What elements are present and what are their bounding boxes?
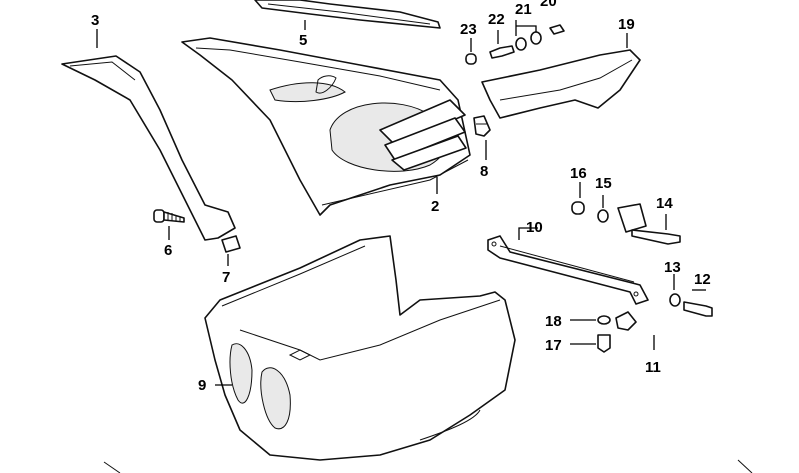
- callout-13: 13: [664, 259, 681, 276]
- part-hardware-right: [571, 201, 681, 245]
- part-bushing-16: [571, 201, 585, 215]
- callout-12: 12: [694, 271, 711, 288]
- callout-16: 16: [570, 165, 587, 182]
- part-bolt-14: [631, 229, 681, 245]
- part-hardware-bottom: [597, 315, 611, 353]
- ground-line-right: [737, 459, 753, 473]
- callout-21: 21: [515, 1, 532, 18]
- part-stud-22: [489, 45, 515, 59]
- callout-11: 11: [645, 359, 661, 376]
- callout-labels: 3 5 2 6 7 8 9 10 11 12 13 14 15 16 17 18…: [91, 0, 711, 394]
- part-bolt-17: [597, 334, 611, 353]
- part-mount-plate: [617, 203, 647, 233]
- part-bolt-12: [683, 301, 713, 317]
- callout-6: 6: [164, 242, 172, 259]
- callout-22: 22: [488, 11, 505, 28]
- part-trim-strip: [254, 0, 441, 29]
- part-washer-21a: [515, 37, 527, 51]
- callout-7: 7: [222, 269, 230, 286]
- part-washer-15: [597, 209, 609, 223]
- part-screw-6: [153, 209, 185, 223]
- part-bumper-lower: [204, 235, 516, 461]
- callout-3: 3: [91, 12, 99, 29]
- callout-23: 23: [460, 21, 477, 38]
- callout-2: 2: [431, 198, 439, 215]
- callout-18: 18: [545, 313, 562, 330]
- part-hardware-lower: [615, 293, 713, 331]
- part-fastener-group: [465, 24, 565, 65]
- callout-9: 9: [198, 377, 206, 394]
- callout-14: 14: [656, 195, 673, 212]
- part-washer-13: [669, 293, 681, 307]
- callout-8: 8: [480, 163, 488, 180]
- part-side-panel: [181, 37, 471, 216]
- callout-17: 17: [545, 337, 562, 354]
- part-washer-21b: [530, 31, 542, 45]
- callout-15: 15: [595, 175, 612, 192]
- part-clip-7: [221, 235, 241, 253]
- callout-10: 10: [526, 219, 543, 236]
- callout-20: 20: [540, 0, 557, 10]
- ground-line-left: [103, 461, 121, 473]
- part-screw-11: [615, 311, 637, 331]
- part-washer-18: [597, 315, 611, 325]
- callout-5: 5: [299, 32, 307, 49]
- part-bracket: [487, 235, 649, 305]
- part-pillar-panel: [61, 55, 236, 241]
- callout-19: 19: [618, 16, 635, 33]
- leader-lines: [96, 20, 706, 386]
- part-nut-23: [465, 53, 477, 65]
- part-clip: [473, 115, 491, 137]
- part-plug-20: [549, 24, 565, 35]
- part-skirt-piece: [481, 49, 641, 119]
